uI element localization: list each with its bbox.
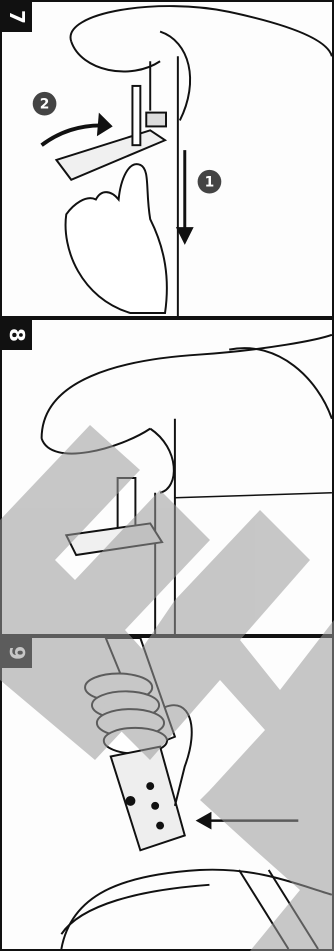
step-9-illustration [2,638,332,949]
step-panel-9: 9 [0,636,334,951]
arrow-1-label: 1 [205,175,215,191]
step-panel-8: 8 [0,318,334,636]
step-8-illustration [2,320,332,634]
step-7-illustration: 2 1 [2,2,332,316]
arrow-2-label: 2 [40,97,50,113]
step-panel-7: 7 2 1 [0,0,334,318]
